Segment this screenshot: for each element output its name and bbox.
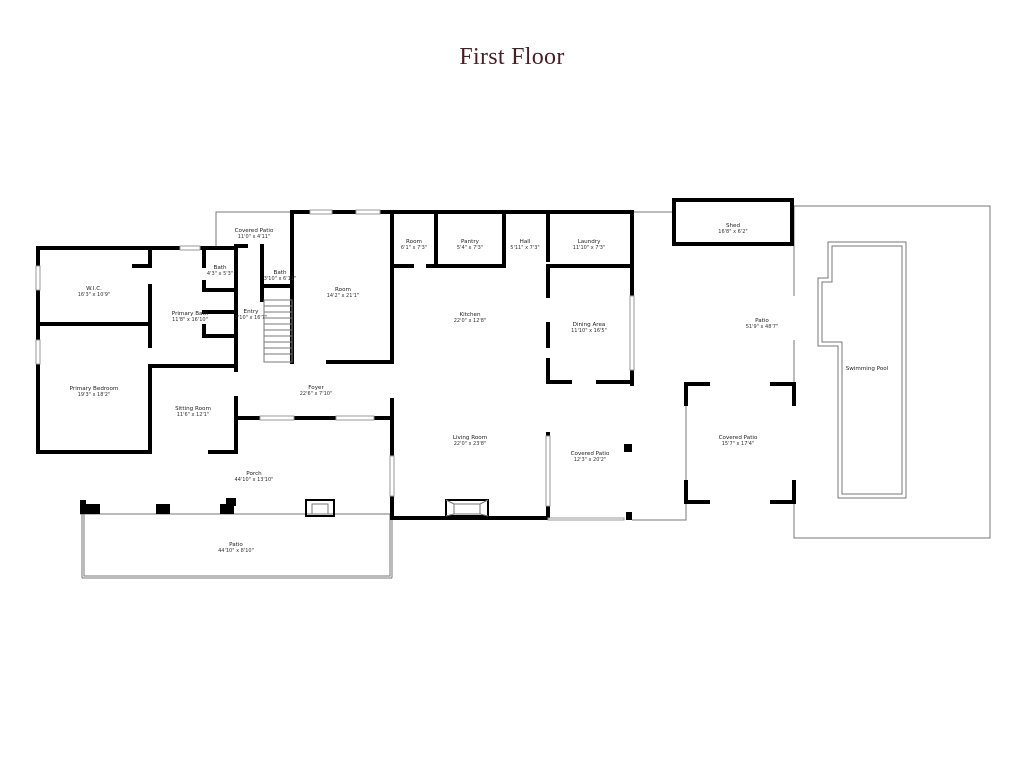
label-pool: Swimming Pool [846,366,889,372]
label-room-small: Room [406,239,422,245]
label-covered-patio-mid: Covered Patio [571,451,610,457]
dims-patio-bottom: 44'10" x 8'10" [218,548,254,554]
stairs [263,299,293,363]
dims-kitchen: 22'0" x 12'8" [454,318,487,324]
label-porch: Porch [246,471,262,477]
label-sitting: Sitting Room [175,406,211,412]
dims-living: 22'0" x 23'8" [454,441,487,447]
dims-bath-entry: 3'10" x 6'11" [264,276,297,282]
windows [35,209,635,521]
dims-primary-bedroom: 19'3" x 18'2" [78,392,111,398]
dims-dining: 11'10" x 16'5" [571,328,607,334]
outdoor-outlines [80,205,991,579]
dims-porch: 44'10" x 13'10" [235,477,274,483]
dims-foyer: 22'6" x 7'10" [300,391,333,397]
dims-primary-bath: 11'8" x 16'10" [172,317,208,323]
room-labels: Covered Patio 11'0" x 4'11" Room 6'1" x … [70,223,889,554]
label-kitchen: Kitchen [459,312,480,318]
label-bath-small: Bath [213,265,226,271]
dims-room-large: 14'2" x 21'1" [327,293,360,299]
label-covered-patio-right: Covered Patio [719,435,758,441]
label-foyer: Foyer [308,385,324,391]
label-primary-bath: Primary Bath [172,311,209,317]
label-laundry: Laundry [578,239,601,245]
dims-hall: 5'11" x 7'3" [510,245,539,251]
label-dining: Dining Area [573,322,606,328]
porch-posts [80,498,236,514]
dims-sitting: 11'6" x 12'1" [177,412,210,418]
fireplace-living [445,499,489,517]
dims-pantry: 5'4" x 7'3" [457,245,483,251]
label-room-large: Room [335,287,351,293]
label-pantry: Pantry [461,239,480,245]
fireplace-porch [305,499,335,517]
floor-title: First Floor [459,44,565,70]
dims-patio-right: 51'9" x 48'7" [746,324,779,330]
label-primary-bedroom: Primary Bedroom [70,386,119,392]
label-living: Living Room [453,435,487,441]
dims-wic: 16'3" x 10'9" [78,292,111,298]
dims-covered-patio-right: 15'7" x 17'4" [722,441,755,447]
walls [36,198,796,520]
dims-shed: 16'8" x 6'2" [718,229,747,235]
dims-covered-patio-top: 11'0" x 4'11" [238,234,271,240]
dims-laundry: 11'10" x 7'3" [573,245,606,251]
dims-bath-small: 4'3" x 5'3" [207,271,233,277]
label-covered-patio-top: Covered Patio [235,228,274,234]
label-entry: Entry [244,309,260,315]
label-shed: Shed [726,223,741,229]
label-bath-entry: Bath [273,270,286,276]
dims-covered-patio-mid: 12'3" x 20'2" [574,457,607,463]
label-patio-bottom: Patio [229,542,243,548]
label-patio-right: Patio [755,318,769,324]
label-wic: W.I.C. [86,286,102,292]
dims-room-small: 6'1" x 7'3" [401,245,427,251]
dims-entry: 3'10" x 16'7" [235,315,268,321]
label-hall: Hall [520,239,531,245]
